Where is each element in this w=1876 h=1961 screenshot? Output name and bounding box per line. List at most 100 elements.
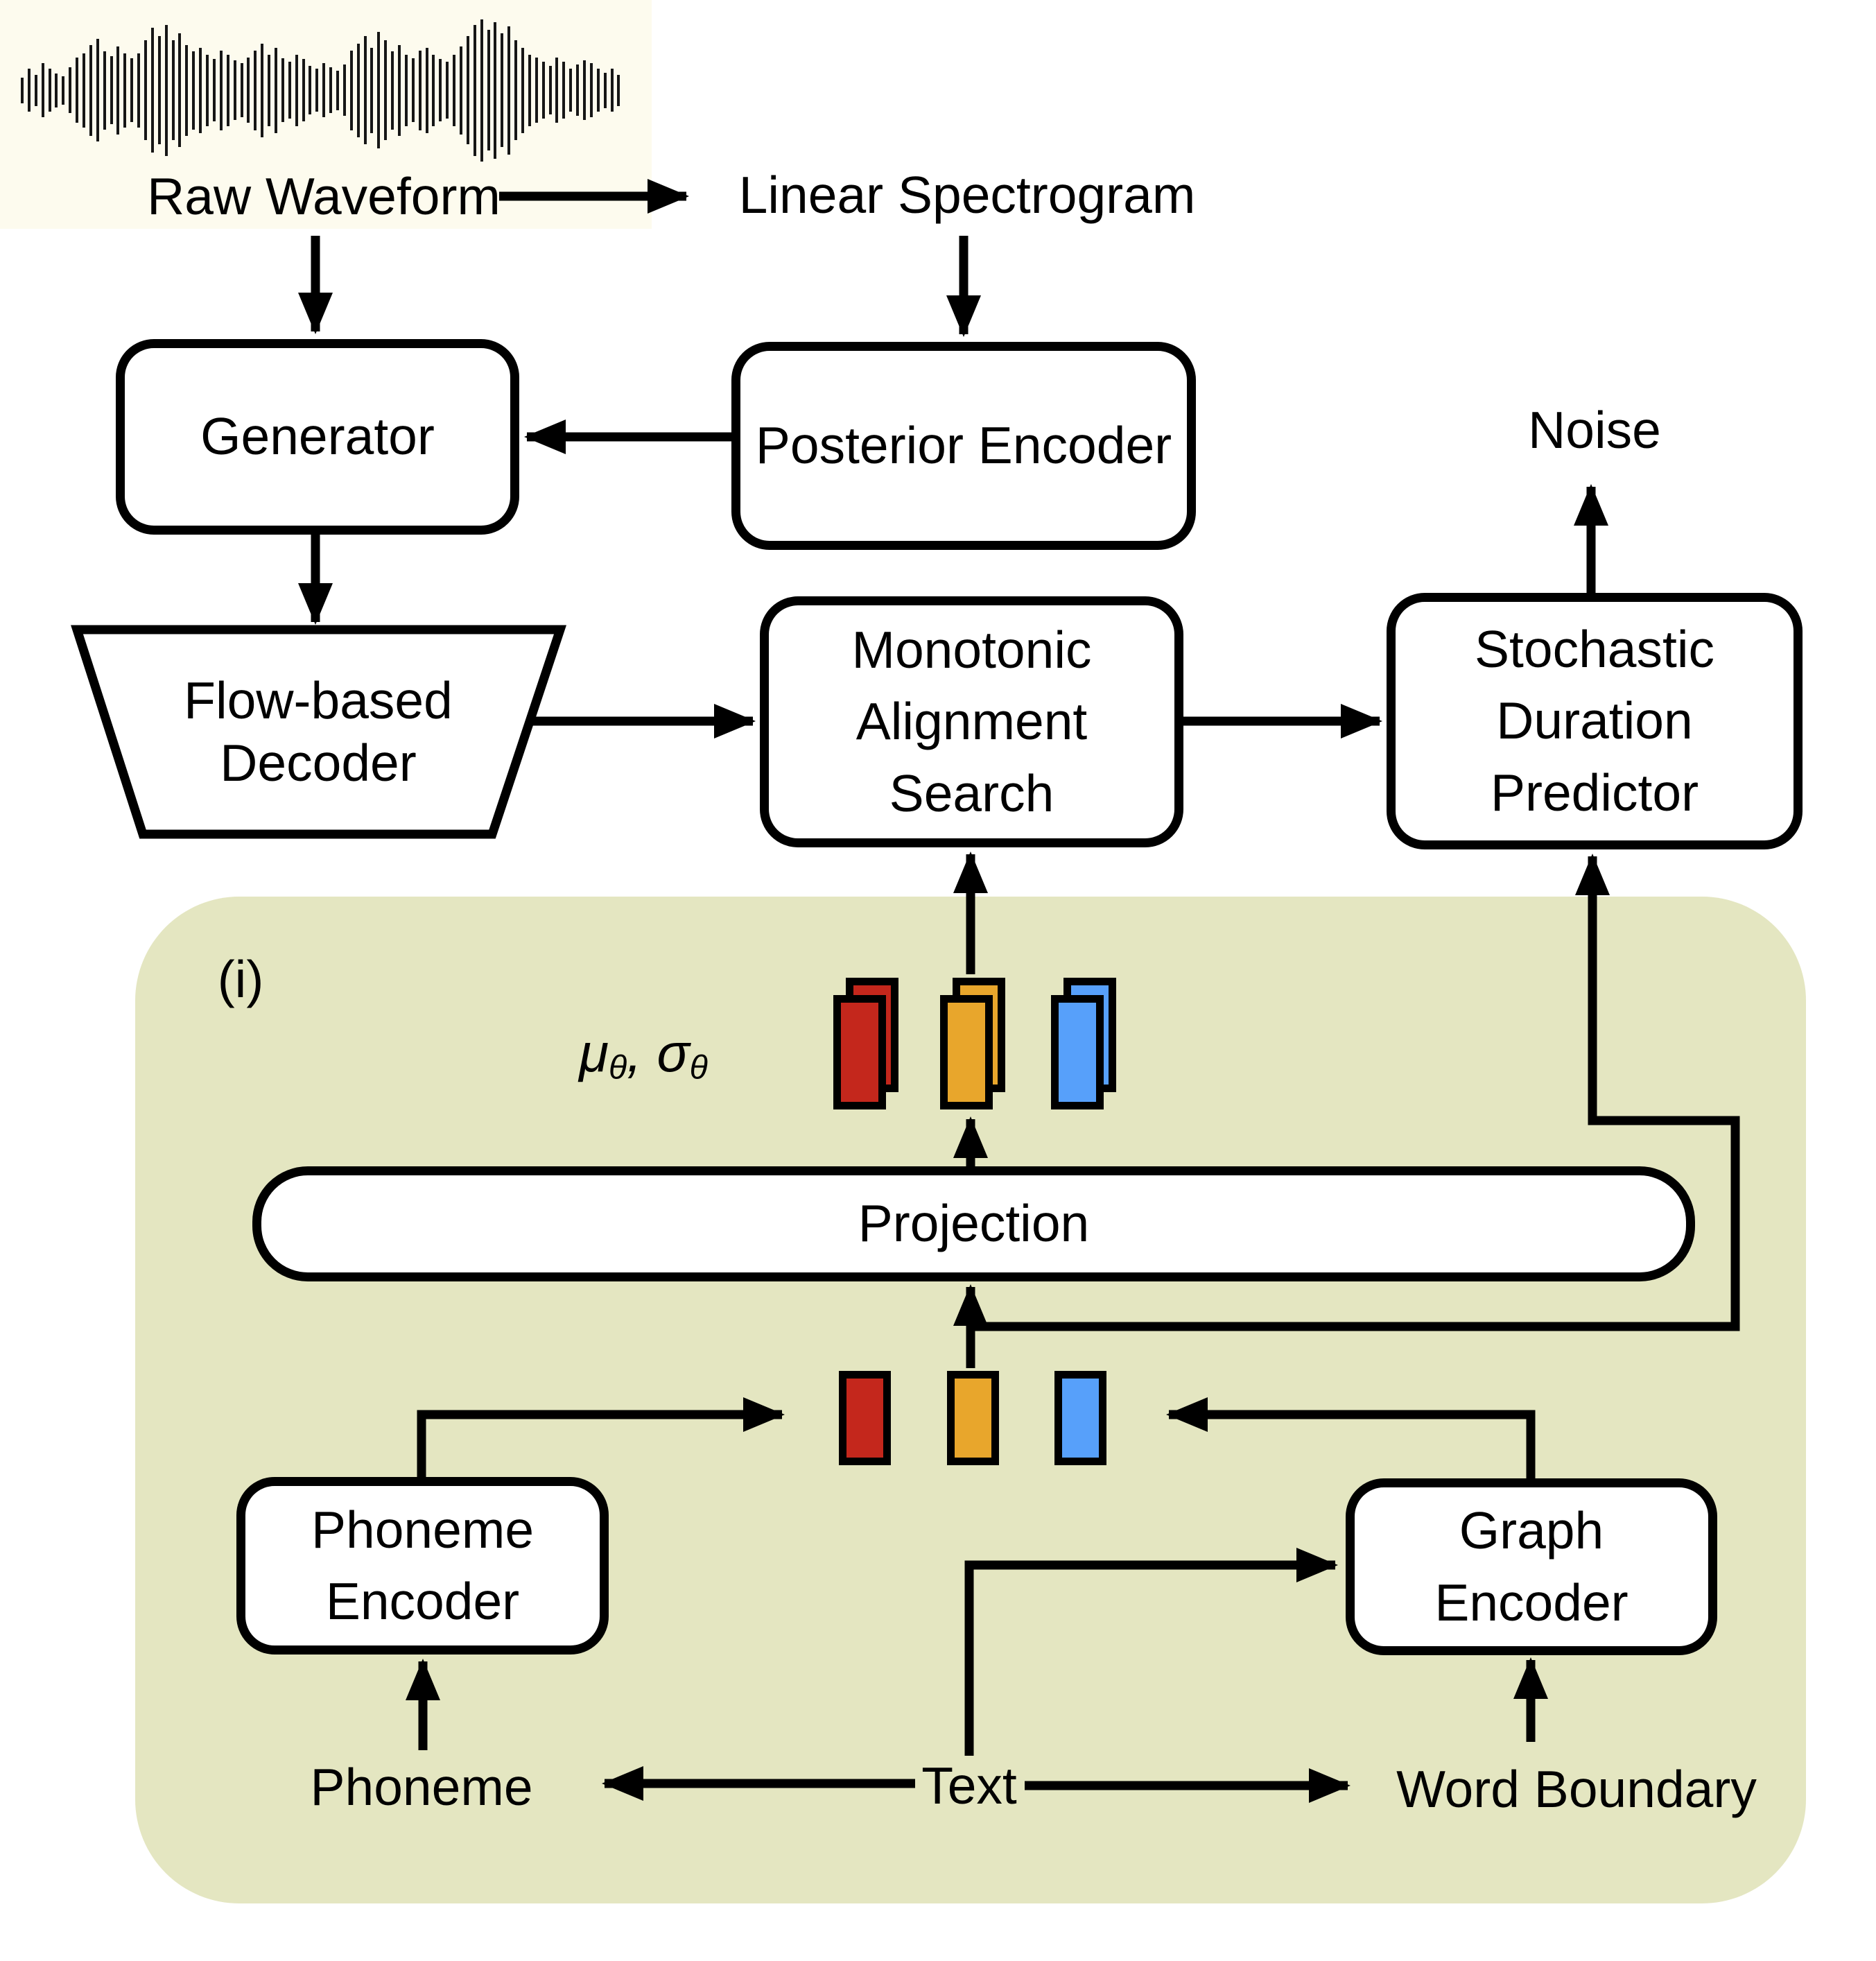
waveform-bar [206,54,209,126]
panel-index-label: (i) [217,950,264,1008]
waveform-bar [425,47,428,133]
waveform-bar [233,60,236,120]
waveform-bar [116,46,120,135]
waveform-bar [226,54,229,126]
waveform-bar [219,50,223,130]
waveform-bar [487,30,490,150]
waveform-bar [322,63,326,117]
graph-encoder-box: Graph Encoder [1346,1478,1717,1655]
waveform-bar [439,59,442,121]
waveform-bar [55,73,58,107]
monotonic-alignment-search-label: Monotonic Alignment Search [851,620,1092,822]
waveform-bar [596,69,600,112]
stats-token-orange-front [940,995,993,1109]
waveform-bar [528,54,531,126]
waveform-bar [178,33,182,147]
waveform-bar [144,40,148,140]
phoneme-encoder-label: Phoneme Encoder [311,1500,535,1631]
waveform-bar [123,53,127,128]
stochastic-duration-predictor-label: Stochastic Duration Predictor [1475,619,1714,822]
raw-waveform-label: Raw Waveform [147,167,501,225]
phoneme-encoder-box: Phoneme Encoder [236,1477,609,1655]
waveform-bar [240,63,243,117]
waveform-bar [82,53,86,128]
waveform-bar [21,77,24,103]
waveform-bar [62,76,65,105]
projection-label: Projection [858,1194,1090,1253]
waveform-bar [446,62,449,119]
waveform-bar [281,58,284,122]
waveform-bar [569,69,573,112]
waveform-bar [583,60,587,120]
embedding-token-blue [1054,1371,1106,1465]
waveform-bar [41,63,44,117]
waveform-bar [377,32,381,148]
waveform-bar [157,36,161,144]
waveform-bar [164,24,168,156]
posterior-encoder-label: Posterior Encoder [755,416,1172,475]
waveform-bar [363,36,367,144]
waveform-bar [356,43,360,137]
waveform-bar [370,47,374,133]
waveform-bar [411,58,415,122]
stats-token-red-front [833,995,886,1109]
waveform-bar [507,26,511,155]
waveform-bar [610,69,614,112]
word-boundary-label: Word Boundary [1396,1759,1757,1818]
monotonic-alignment-search-box: Monotonic Alignment Search [760,596,1183,847]
waveform-bar [199,47,202,133]
waveform-bar [384,40,388,140]
waveform-bar [453,54,456,126]
waveform-bar [137,53,141,128]
waveform-bar [555,58,559,123]
waveform-bar [432,54,435,126]
waveform-bar [535,58,538,123]
waveform-bar [212,59,216,121]
waveform-bar [521,47,525,133]
waveform-bar [254,50,257,130]
waveform-bar [466,36,469,144]
waveform-bar [192,51,196,130]
waveform-bar [397,44,401,136]
waveform-bar [130,58,134,122]
waveform-bar [548,66,552,114]
embedding-token-orange [947,1371,999,1465]
waveform-bar [336,70,339,110]
waveform-bar [480,19,483,162]
waveform-bar [268,54,271,126]
waveform-bar [103,51,106,130]
waveform-bar [69,67,72,113]
waveform-bar [110,56,113,124]
mu-sigma-label: μθ, σθ [579,1022,708,1087]
flow-decoder-label: Flow-based Decoder [184,671,453,792]
waveform-bar [150,28,154,153]
waveform-bar [34,74,37,106]
waveform-bar [603,72,607,108]
graph-encoder-label: Graph Encoder [1434,1501,1629,1632]
waveform-bar [329,67,333,113]
waveform-bar [295,54,298,126]
waveform-bar [89,44,92,136]
generator-label: Generator [200,407,435,466]
waveform-bar [391,51,394,130]
waveform-bar [617,74,620,106]
waveform-bar [302,59,305,121]
waveform-bar [460,46,462,135]
waveform-bar [27,69,31,112]
generator-box: Generator [116,339,519,535]
waveform-bar [261,43,264,137]
phoneme-label: Phoneme [310,1757,533,1816]
waveform-bar [541,62,545,119]
waveform-bar [309,66,312,114]
waveform-bar [494,21,497,159]
waveform-bar [418,50,422,130]
embedding-token-red [839,1371,891,1465]
waveform-bar [576,64,580,116]
waveform-bar [96,39,99,141]
waveform-bar [274,47,277,133]
audio-waveform-icon [21,17,625,163]
posterior-encoder-box: Posterior Encoder [731,342,1196,550]
waveform-bar [315,69,319,112]
waveform-bar [342,64,346,116]
